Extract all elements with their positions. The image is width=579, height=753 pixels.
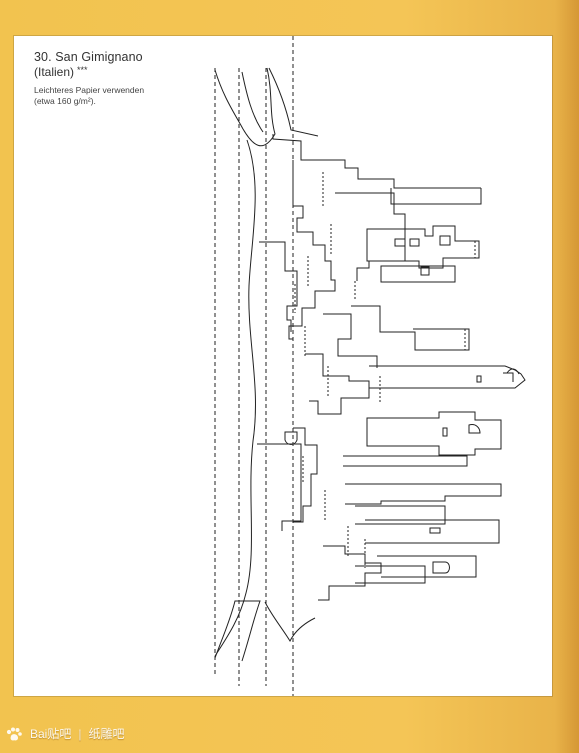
baidu-paw-icon xyxy=(5,726,23,742)
tower-outline xyxy=(355,505,446,525)
tower-window xyxy=(394,238,406,247)
tower-outline xyxy=(365,519,500,544)
tower-outline xyxy=(335,192,406,281)
page-subtitle: (Italien)*** xyxy=(34,65,214,79)
gate-arch xyxy=(284,431,298,445)
tower-with-arch-outline xyxy=(366,411,502,456)
tower-window xyxy=(409,238,420,247)
page-shadow xyxy=(555,0,579,753)
tower-outline xyxy=(345,483,502,505)
left-wall-cut-line xyxy=(214,139,256,657)
paper-note-line-2: (etwa 160 g/m²). xyxy=(34,96,96,107)
tower-outline xyxy=(293,427,318,523)
long-tower-outline xyxy=(369,365,526,389)
long-tower-outline xyxy=(377,555,477,578)
watermark-separator: | xyxy=(78,726,82,741)
tall-tower-outline xyxy=(390,188,482,205)
pop-up-cutting-pattern xyxy=(214,36,526,696)
left-wall-cut-line xyxy=(268,67,319,137)
tower-window xyxy=(442,427,448,437)
tower-outline xyxy=(259,241,298,332)
tower-outline xyxy=(343,455,468,467)
baidu-watermark: Bai贴吧 | 纸雕吧 xyxy=(5,725,125,742)
fold-marks xyxy=(294,172,502,568)
tower-outline xyxy=(288,160,336,340)
tower-outline xyxy=(272,134,481,189)
left-wall-cut-line xyxy=(214,67,276,147)
tower-outline xyxy=(318,545,382,601)
watermark-community: 纸雕吧 xyxy=(88,727,125,741)
tower-outline xyxy=(323,313,378,368)
left-wall-cut-line xyxy=(214,600,261,662)
tower-battlement xyxy=(503,368,520,382)
watermark-brand: Bai贴吧 xyxy=(30,727,72,741)
page-title: 30. San Gimignano xyxy=(34,50,143,64)
tower-outline xyxy=(257,443,302,531)
page-title-block: 30. San Gimignano (Italien)*** Leichtere… xyxy=(34,50,214,107)
tower-outline xyxy=(380,265,456,283)
left-wall-cut-line xyxy=(241,71,264,133)
paper-note: Leichteres Papier verwenden (etwa 160 g/… xyxy=(34,85,214,106)
paper-note-line-1: Leichteres Papier verwenden xyxy=(34,85,145,96)
tower-outline xyxy=(351,305,470,351)
tower-outline xyxy=(355,565,426,584)
tower-arch xyxy=(432,561,450,574)
country-label: (Italien) xyxy=(34,65,75,79)
tower-window xyxy=(420,266,430,276)
difficulty-stars: *** xyxy=(77,65,88,75)
tower-arch xyxy=(468,424,481,434)
tower-with-windows-outline xyxy=(366,225,480,269)
tower-window xyxy=(476,375,482,383)
tower-outline xyxy=(305,353,370,415)
left-wall-cut-line xyxy=(264,601,316,643)
tower-window xyxy=(429,527,441,534)
tower-window xyxy=(439,235,451,246)
